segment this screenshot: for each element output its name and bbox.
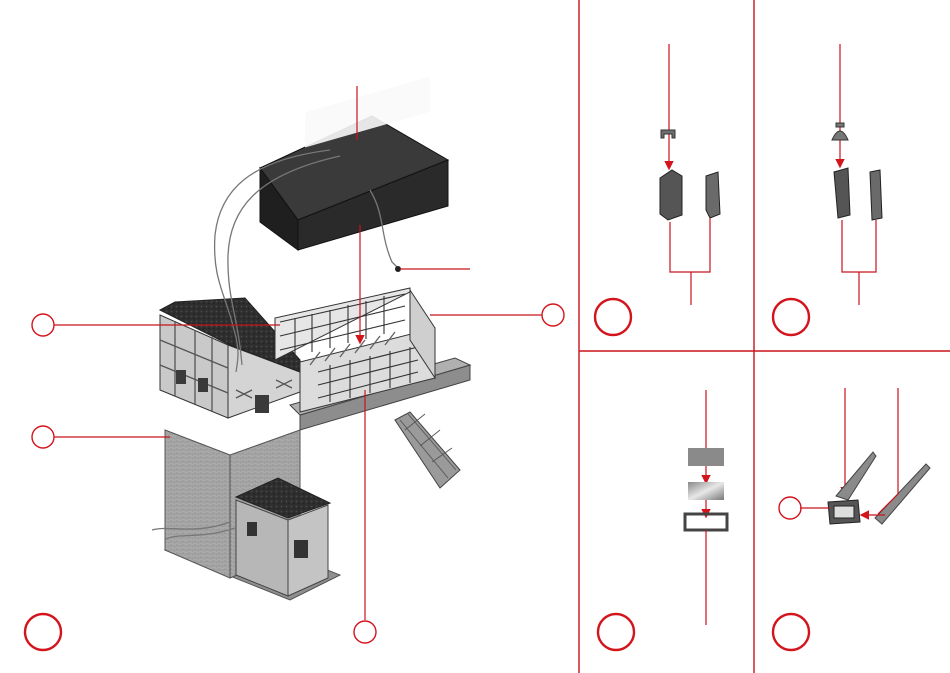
- panel-top-left-marker: [595, 299, 631, 335]
- lattice-pier: [395, 412, 460, 488]
- marker-right: [542, 304, 564, 326]
- lamp-shade-half-right: [870, 170, 882, 220]
- marker-left-upper: [32, 314, 54, 336]
- panel-top-right: [773, 44, 882, 335]
- panel-bottom-right-marker: [773, 614, 809, 650]
- panel-top-right-marker: [773, 299, 809, 335]
- roof-corner-opening: [834, 506, 854, 518]
- panel-bottom-right-small-marker: [779, 497, 801, 519]
- marker-step-main: [25, 614, 61, 650]
- panel-bottom-right: [773, 388, 930, 650]
- panel-bottom-left: [598, 390, 727, 650]
- lamp-shade-half-left: [834, 168, 850, 218]
- lamp-post-half-right: [706, 172, 720, 218]
- signal-box-model: [152, 77, 470, 600]
- roof-blade-left: [836, 452, 876, 500]
- marker-bottom-center: [354, 621, 376, 643]
- glazing-clear-sheet: [688, 482, 724, 500]
- window-frame-outer: [685, 514, 727, 530]
- panel-dividers: [579, 0, 950, 673]
- marker-left-lower: [32, 426, 54, 448]
- glazing-frame-top: [688, 448, 724, 466]
- panel-top-left: [595, 44, 720, 335]
- panel-bottom-left-marker: [598, 614, 634, 650]
- lamp-cap-bell: [832, 123, 848, 140]
- brick-wall-left: [165, 430, 230, 578]
- lamp-cap-small: [661, 130, 675, 138]
- lamp-post-half-left: [660, 170, 682, 220]
